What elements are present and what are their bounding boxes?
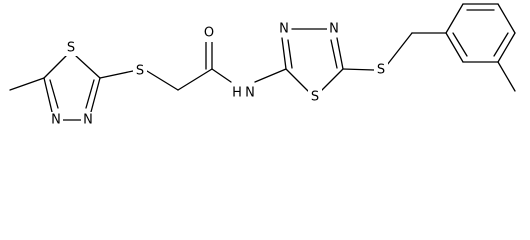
bond-benzene-1-2 <box>445 3 464 34</box>
bond-ring1-n4-c5-double <box>49 79 59 109</box>
atom-n-ring1-left: N <box>49 112 63 128</box>
bond-benzene-4-5 <box>497 32 516 63</box>
bond-ring2-c5-s1 <box>320 68 344 92</box>
bond-ring2-n4-c5-double <box>330 39 338 69</box>
bond-ring1-c2-n3 <box>90 77 101 113</box>
bond-s-linker-ch2 <box>146 70 179 91</box>
atom-n-ring1-right: N <box>81 112 95 128</box>
atom-n-ring2-right: N <box>327 21 341 37</box>
bond-ring1-c2-n3-double <box>85 79 95 109</box>
atom-label-n-ring1-right: N <box>83 113 93 128</box>
bond-c2-s-linker <box>99 70 134 79</box>
bond-nh-ring2 <box>254 68 287 83</box>
bond-benzene-6-1 <box>445 32 464 63</box>
bond-methyl-c5 <box>9 77 45 91</box>
atom-label-n-ring2-left: N <box>279 22 289 37</box>
atom-label-n-ring1-left: N <box>51 113 61 128</box>
atom-label-n-ring2-right: N <box>329 22 339 37</box>
atom-o-carbonyl: O <box>202 25 216 42</box>
atom-label-s-ring2: S <box>311 90 319 105</box>
bond-ring1-n4-c5 <box>43 77 53 113</box>
atom-s-linker: S <box>133 63 147 79</box>
atom-s-thioether: S <box>374 62 388 78</box>
bond-benzene-4-5-double <box>493 32 509 57</box>
atom-s-ring2: S <box>308 89 322 105</box>
bond-ring1-s1-c2 <box>75 55 101 79</box>
molecule-structure-diagram: S N N S O N H N N <box>9 3 516 128</box>
bond-benzene-6-1-double <box>452 32 468 57</box>
atom-label-h-amide: H <box>232 86 242 101</box>
atom-label-o-carbonyl: O <box>204 26 214 41</box>
bond-s-thioether-ch2 <box>386 32 413 66</box>
bond-layer <box>9 3 516 121</box>
bond-benzene-3-4 <box>497 3 516 34</box>
bond-ch2-carbonyl <box>177 68 213 91</box>
bond-ring2-s-thioether <box>342 68 375 71</box>
bond-ring2-s1-c2 <box>285 68 309 92</box>
atom-label-s-linker: S <box>136 64 144 79</box>
bond-benzene-methyl <box>497 61 516 92</box>
atom-s-ring1: S <box>64 40 78 56</box>
bond-ring1-c5-s1 <box>43 55 67 79</box>
atom-nh-amide: N H <box>230 85 258 101</box>
atom-label-s-thioether: S <box>377 63 385 78</box>
bond-ring2-n4-c5 <box>336 37 344 70</box>
bond-ring2-c2-n3-double <box>287 39 293 69</box>
atom-label-s-ring1: S <box>67 41 75 56</box>
atom-n-ring2-left: N <box>277 21 291 37</box>
bond-ring2-c2-n3 <box>281 37 287 70</box>
atom-label-layer: S N N S O N H N N <box>49 21 388 128</box>
atom-label-n-amide: N <box>245 86 255 101</box>
bond-carbonyl-nh <box>211 68 232 83</box>
